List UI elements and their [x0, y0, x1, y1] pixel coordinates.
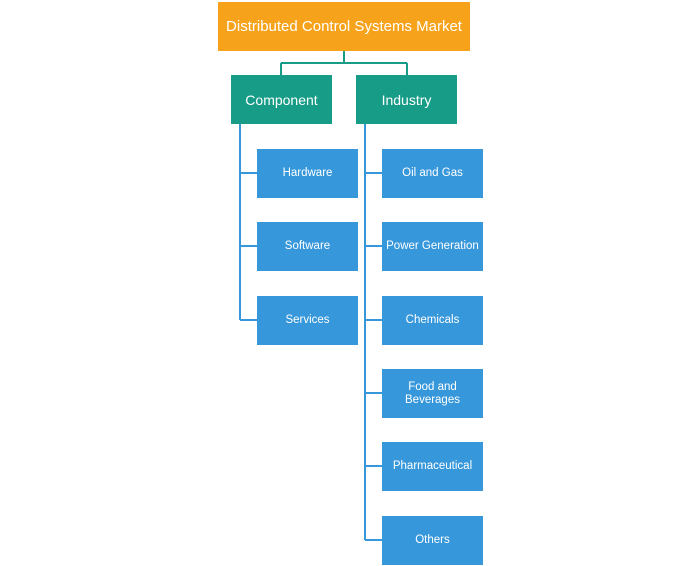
category-label: Component	[245, 91, 318, 108]
leaf-pharmaceutical: Pharmaceutical	[382, 442, 483, 491]
category-label: Industry	[381, 91, 432, 108]
leaf-food-and-beverages: Food and Beverages	[382, 369, 483, 418]
leaf-label: Oil and Gas	[402, 167, 463, 179]
leaf-label: Software	[284, 240, 331, 252]
leaf-software: Software	[257, 222, 358, 271]
leaf-label: Chemicals	[405, 314, 460, 326]
leaf-label: Others	[415, 534, 450, 546]
leaf-hardware: Hardware	[257, 149, 358, 198]
leaf-chemicals: Chemicals	[382, 296, 483, 345]
leaf-label: Services	[285, 314, 330, 326]
root-node: Distributed Control Systems Market	[218, 2, 470, 51]
category-industry: Industry	[356, 75, 457, 124]
leaf-others: Others	[382, 516, 483, 565]
category-component: Component	[231, 75, 332, 124]
leaf-label: Hardware	[282, 167, 333, 179]
leaf-label: Pharmaceutical	[392, 460, 473, 472]
leaf-label: Food and Beverages	[405, 380, 460, 406]
leaf-label: Power Generation	[386, 240, 479, 252]
component-connectors	[239, 124, 257, 321]
leaf-power-generation: Power Generation	[382, 222, 483, 271]
leaf-oil-and-gas: Oil and Gas	[382, 149, 483, 198]
industry-connectors	[364, 124, 382, 541]
leaf-services: Services	[257, 296, 358, 345]
root-label: Distributed Control Systems Market	[226, 18, 462, 35]
root-connectors	[280, 51, 408, 75]
